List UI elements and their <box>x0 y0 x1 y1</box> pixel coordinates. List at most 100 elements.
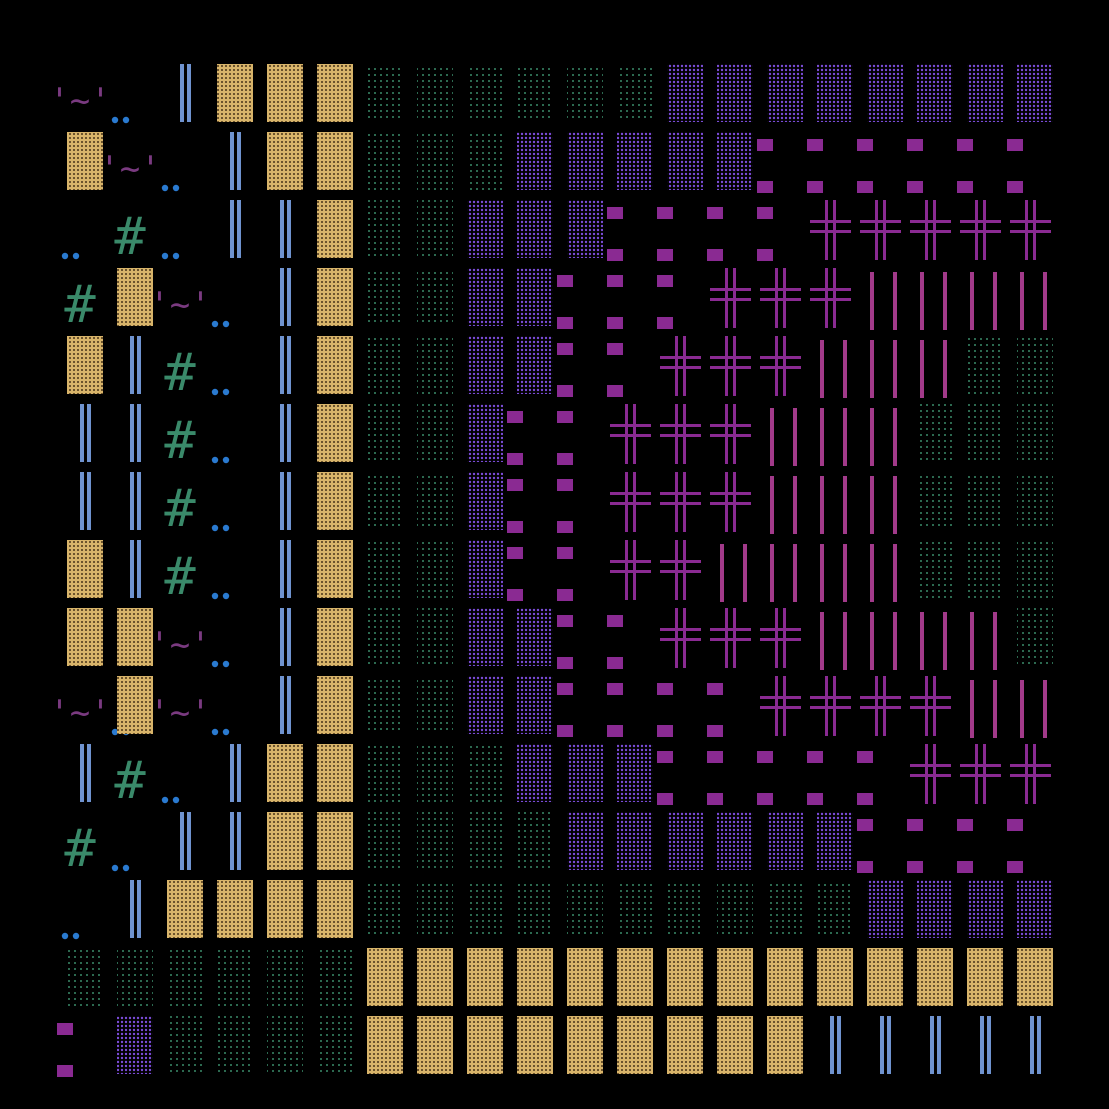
cross-wall-glyph-tile <box>1010 200 1051 260</box>
pink-vertical-bars-tile <box>870 408 897 466</box>
green-dotted-block-tile <box>267 1016 303 1074</box>
tilde-quote-icon: '~' <box>49 693 110 733</box>
magenta-dash-wall-tile <box>857 139 873 193</box>
magenta-dash-wall-tile <box>557 683 573 737</box>
magenta-dash-wall-tile <box>557 547 573 601</box>
sand-dotted-block-tile <box>317 132 353 190</box>
green-dotted-block-tile <box>267 948 303 1006</box>
purple-dotted-block-tile <box>567 812 603 870</box>
green-dotted-block-tile <box>417 880 453 938</box>
pink-vertical-bars-tile <box>970 612 997 670</box>
sand-dotted-block-tile <box>267 744 303 802</box>
pink-vertical-bars-tile <box>1020 272 1047 330</box>
hash-icon: # <box>114 207 146 267</box>
pink-vertical-bars-tile <box>820 340 847 398</box>
sand-dotted-block-tile <box>317 744 353 802</box>
cross-wall-glyph-tile <box>710 268 751 328</box>
magenta-dash-wall-tile <box>607 343 623 397</box>
green-dotted-block-tile <box>367 812 403 870</box>
green-dotted-block-tile <box>367 268 403 326</box>
purple-dotted-block-tile <box>517 132 553 190</box>
blue-dot-pair-tile <box>161 252 180 260</box>
magenta-dash-wall-tile <box>657 751 673 805</box>
green-dotted-block-tile <box>717 880 753 938</box>
blue-double-bar-tile <box>280 268 291 326</box>
sand-dotted-block-tile <box>867 948 903 1006</box>
pink-vertical-bars-tile <box>820 544 847 602</box>
magenta-dash-wall-tile <box>807 139 823 193</box>
blue-double-bar-tile <box>280 336 291 394</box>
cross-wall-glyph-tile <box>660 404 701 464</box>
sand-dotted-block-tile <box>567 948 603 1006</box>
green-dotted-block-tile <box>417 812 453 870</box>
hash-icon: # <box>64 275 96 335</box>
pink-vertical-bars-tile <box>820 476 847 534</box>
purple-dotted-block-tile <box>467 472 503 530</box>
hash-glyph-tile: # <box>164 479 196 539</box>
sand-dotted-block-tile <box>267 132 303 190</box>
green-dotted-block-tile <box>367 336 403 394</box>
cross-wall-glyph-tile <box>660 608 701 668</box>
cross-wall-glyph-tile <box>960 744 1001 804</box>
purple-dotted-block-tile <box>467 200 503 258</box>
cross-wall-glyph-tile <box>610 404 651 464</box>
sand-dotted-block-tile <box>567 1016 603 1074</box>
sand-dotted-block-tile <box>417 1016 453 1074</box>
magenta-dash-wall-tile <box>1007 139 1023 193</box>
green-dotted-block-tile <box>317 1016 353 1074</box>
pink-vertical-bars-tile <box>770 476 797 534</box>
sand-dotted-block-tile <box>767 1016 803 1074</box>
purple-dotted-block-tile <box>517 200 553 258</box>
pink-vertical-bars-tile <box>920 340 947 398</box>
blue-double-bar-tile <box>980 1016 991 1074</box>
purple-dotted-block-tile <box>517 336 553 394</box>
magenta-dash-wall-tile <box>557 479 573 533</box>
cross-wall-glyph-tile <box>760 336 801 396</box>
tilde-quote-glyph-tile: '~' <box>149 693 230 736</box>
sand-dotted-block-tile <box>67 336 103 394</box>
blue-dot-pair-tile <box>61 252 80 260</box>
blue-double-bar-tile <box>830 1016 841 1074</box>
green-dotted-block-tile <box>367 472 403 530</box>
green-dotted-block-tile <box>467 64 503 122</box>
green-dotted-block-tile <box>417 132 453 190</box>
magenta-dash-wall-tile <box>507 411 523 465</box>
sand-dotted-block-tile <box>417 948 453 1006</box>
green-dotted-block-tile <box>967 404 1003 462</box>
cross-wall-glyph-tile <box>710 472 751 532</box>
purple-dotted-block-tile <box>867 64 903 122</box>
green-dotted-block-tile <box>367 676 403 734</box>
hash-icon: # <box>164 411 196 471</box>
magenta-dash-wall-tile <box>757 139 773 193</box>
green-dotted-block-tile <box>467 880 503 938</box>
green-dotted-block-tile <box>417 608 453 666</box>
cross-wall-glyph-tile <box>810 268 851 328</box>
cross-wall-glyph-tile <box>760 676 801 736</box>
green-dotted-block-tile <box>617 64 653 122</box>
cross-wall-glyph-tile <box>860 200 901 260</box>
green-dotted-block-tile <box>917 404 953 462</box>
magenta-dash-wall-tile <box>857 751 873 805</box>
pink-vertical-bars-tile <box>870 612 897 670</box>
purple-dotted-block-tile <box>967 880 1003 938</box>
blue-double-bar-tile <box>1030 1016 1041 1074</box>
green-dotted-block-tile <box>217 1016 253 1074</box>
pink-vertical-bars-tile <box>970 272 997 330</box>
sand-dotted-block-tile <box>767 948 803 1006</box>
blue-dot-pair-tile <box>111 864 130 872</box>
green-dotted-block-tile <box>417 336 453 394</box>
blue-double-bar-tile <box>280 200 291 258</box>
sand-dotted-block-tile <box>317 608 353 666</box>
sand-dotted-block-tile <box>667 948 703 1006</box>
magenta-dash-wall-tile <box>557 615 573 669</box>
green-dotted-block-tile <box>467 132 503 190</box>
green-dotted-block-tile <box>367 64 403 122</box>
green-dotted-block-tile <box>367 608 403 666</box>
sand-dotted-block-tile <box>317 472 353 530</box>
green-dotted-block-tile <box>367 540 403 598</box>
hash-glyph-tile: # <box>64 275 96 335</box>
green-dotted-block-tile <box>167 1016 203 1074</box>
green-dotted-block-tile <box>917 472 953 530</box>
purple-dotted-block-tile <box>517 608 553 666</box>
